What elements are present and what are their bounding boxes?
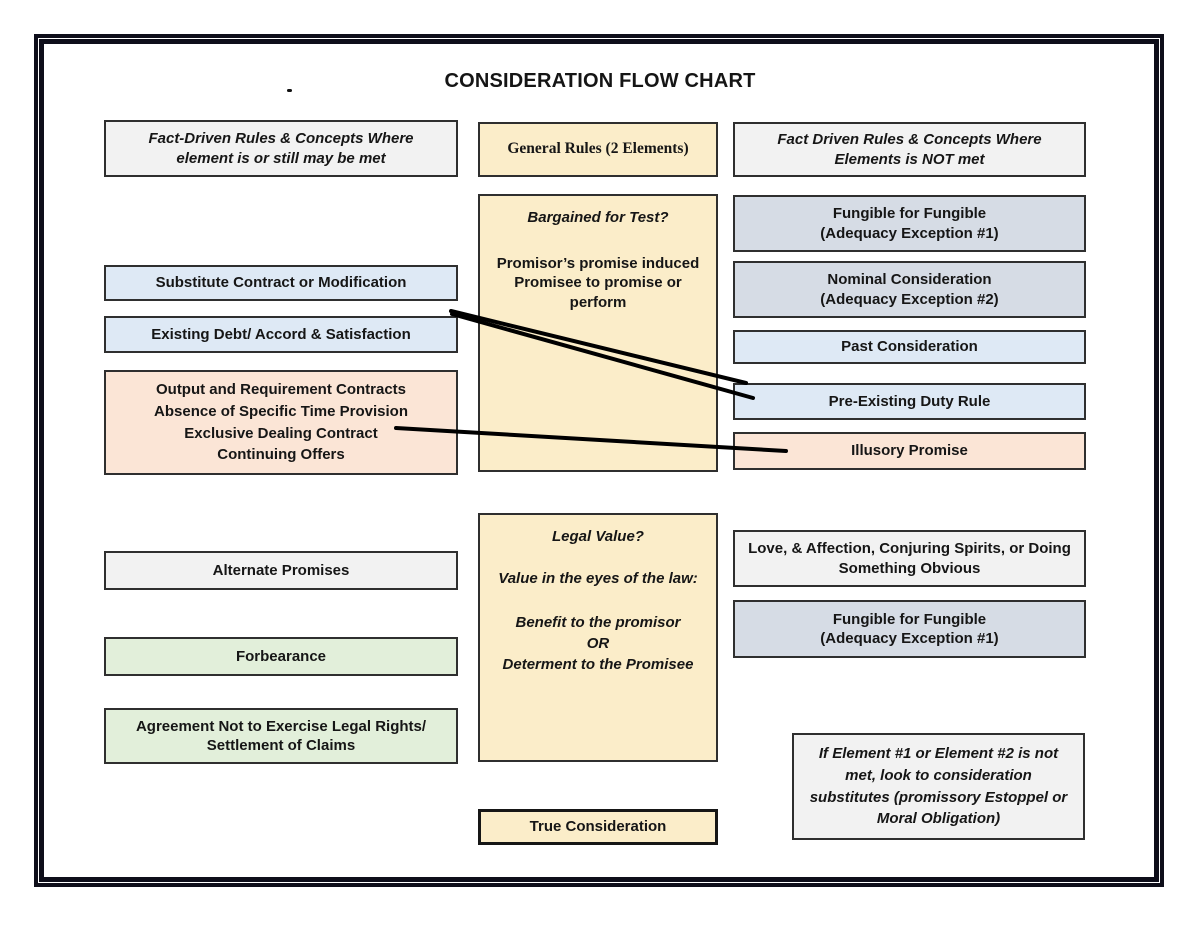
bargained-for-test-question: Bargained for Test? xyxy=(527,209,669,226)
box-past-consideration: Past Consideration xyxy=(733,330,1086,364)
box-bargained-for-test: Bargained for Test? Promisor’s promise i… xyxy=(478,194,718,472)
legal-value-subtitle: Value in the eyes of the law: xyxy=(498,569,698,587)
box-pre-existing-duty-rule: Pre-Existing Duty Rule xyxy=(733,383,1086,420)
box-love-and-affection: Love, & Affection, Conjuring Spirits, or… xyxy=(733,530,1086,587)
box-nominal-consideration: Nominal Consideration (Adequacy Exceptio… xyxy=(733,261,1086,318)
page-title: CONSIDERATION FLOW CHART xyxy=(444,70,756,92)
box-legal-value: Legal Value? Value in the eyes of the la… xyxy=(478,513,718,762)
page-border-frame xyxy=(34,34,1164,887)
box-output-and-requirement-contracts-group: Output and Requirement Contracts Absence… xyxy=(104,370,458,475)
box-agreement-not-to-exercise-legal-rights: Agreement Not to Exercise Legal Rights/ … xyxy=(104,708,458,764)
bargained-for-test-body: Promisor’s promise induced Promisee to p… xyxy=(496,254,700,311)
box-forbearance: Forbearance xyxy=(104,637,458,676)
box-existing-debt-accord-satisfaction: Existing Debt/ Accord & Satisfaction xyxy=(104,316,458,353)
box-substitute-contract-or-modification: Substitute Contract or Modification xyxy=(104,265,458,301)
left-column-header: Fact-Driven Rules & Concepts Where eleme… xyxy=(104,120,458,177)
box-fungible-for-fungible-1: Fungible for Fungible (Adequacy Exceptio… xyxy=(733,195,1086,252)
note-consideration-substitutes: If Element #1 or Element #2 is not met, … xyxy=(792,733,1085,840)
stray-period-mark xyxy=(287,89,292,92)
legal-value-options: Benefit to the promisor OR Determent to … xyxy=(502,614,694,673)
box-alternate-promises: Alternate Promises xyxy=(104,551,458,590)
box-true-consideration: True Consideration xyxy=(478,809,718,845)
box-illusory-promise: Illusory Promise xyxy=(733,432,1086,470)
legal-value-question: Legal Value? xyxy=(552,528,644,545)
center-column-header: General Rules (2 Elements) xyxy=(478,122,718,177)
box-fungible-for-fungible-2: Fungible for Fungible (Adequacy Exceptio… xyxy=(733,600,1086,658)
right-column-header: Fact Driven Rules & Concepts Where Eleme… xyxy=(733,122,1086,177)
page-border-frame-inner xyxy=(39,39,1159,882)
